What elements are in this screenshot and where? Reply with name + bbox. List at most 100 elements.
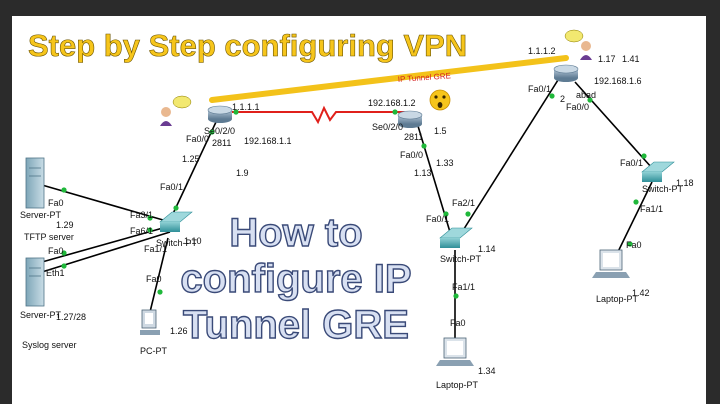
port-dot	[641, 153, 647, 159]
port-dot	[421, 143, 427, 149]
video-title: Step by Step configuring VPN	[28, 28, 467, 63]
ip-label: 1.10	[184, 236, 202, 246]
laptop-1[interactable]	[436, 337, 474, 366]
server-role-label: TFTP server	[24, 232, 74, 242]
port-dot	[392, 109, 398, 115]
server-2[interactable]	[25, 257, 45, 307]
ip-label: 1.27/28	[56, 312, 86, 322]
router-2[interactable]	[397, 110, 423, 128]
tunnel-label: IP Tunnel GRE	[398, 71, 452, 84]
switch-1[interactable]	[159, 211, 193, 232]
port-label: Fa0/1	[160, 182, 183, 192]
switch-top	[159, 211, 193, 223]
pc[interactable]	[140, 309, 160, 335]
ip-label: 1.29	[56, 220, 74, 230]
switch-body	[160, 222, 180, 232]
port-dot	[157, 289, 163, 295]
switch-top	[439, 227, 473, 239]
device-name-label: Switch-PT	[156, 238, 198, 248]
device-name-label: Server-PT	[20, 210, 62, 220]
emoji-mouth	[437, 102, 443, 108]
speech-bubble	[172, 95, 192, 109]
port-label: Fa1/1	[144, 244, 167, 254]
port-dot	[233, 109, 239, 115]
port-dot	[627, 241, 633, 247]
server-body	[25, 157, 45, 209]
ip-label: 1.26	[170, 326, 188, 336]
device-name-label: Switch-PT	[440, 254, 482, 264]
port-label: Fa6/1	[130, 226, 153, 236]
router-1[interactable]	[207, 105, 233, 123]
port-label: Fa1/1	[640, 204, 663, 214]
switch-3[interactable]	[641, 161, 675, 182]
port-label: Fa0/0	[566, 102, 589, 112]
port-dot	[209, 129, 215, 135]
switch-2[interactable]	[439, 227, 473, 248]
ip-label: 1.17	[598, 54, 616, 64]
router-top	[553, 64, 579, 74]
router-body	[398, 115, 422, 124]
device-name-label: abad	[576, 90, 596, 100]
device-name-label: PC-PT	[140, 346, 168, 356]
port-label: Eth1	[46, 268, 65, 278]
server-role-label: Syslog server	[22, 340, 77, 350]
router-3[interactable]	[553, 64, 579, 82]
router-top	[397, 110, 423, 120]
port-label: Fa0	[626, 240, 642, 250]
switch-top	[641, 161, 675, 173]
switch-body	[440, 238, 460, 248]
port-label: Fa0	[48, 246, 64, 256]
emoji-face	[429, 89, 451, 111]
overlay-line-2: configure IP	[180, 257, 411, 301]
device-name-label: Laptop-PT	[436, 380, 479, 390]
model-label: 2811	[212, 138, 231, 148]
laptop-display	[447, 341, 463, 355]
port-label: Fa0	[48, 198, 64, 208]
user-chat-icon	[564, 29, 592, 60]
model-label: 2811	[404, 132, 423, 142]
ip-label: 1.34	[478, 366, 496, 376]
pc-screen	[145, 313, 153, 324]
server-body	[25, 257, 45, 307]
port-dot	[465, 211, 471, 217]
ip-label: 192.168.1.1	[244, 136, 292, 146]
port-dot	[633, 199, 639, 205]
port-label: Fa0/1	[620, 158, 643, 168]
port-dot	[173, 205, 179, 211]
port-label: Fa0	[146, 274, 162, 284]
port-indicators	[61, 93, 647, 299]
surprised-emoji	[429, 89, 451, 111]
port-label: Fa0/0	[400, 150, 423, 160]
ip-label: 1.14	[478, 244, 496, 254]
device-name-label: Switch-PT	[642, 184, 684, 194]
port-label: Fa0/1	[426, 214, 449, 224]
ip-label: 1.1.1.2	[528, 46, 556, 56]
overlay-line-1: How to	[229, 211, 362, 255]
ip-label: 1.5	[434, 126, 447, 136]
router-body	[208, 110, 232, 119]
port-dot	[61, 263, 67, 269]
port-dot	[61, 250, 67, 256]
ip-label: 1.25	[182, 154, 200, 164]
port-label: Fa0/1	[528, 84, 551, 94]
device-name-label: Laptop-PT	[596, 294, 639, 304]
port-dot	[549, 93, 555, 99]
device-name-label: Server-PT	[20, 310, 62, 320]
laptop-display	[603, 253, 619, 267]
cable-r3-sw3	[574, 81, 653, 169]
laptop-keyboard	[592, 272, 630, 278]
ip-label: 1.18	[676, 178, 694, 188]
laptop-2[interactable]	[592, 249, 630, 278]
port-label: Se0/2/0	[204, 126, 235, 136]
server-1[interactable]	[25, 157, 45, 209]
port-dot	[443, 211, 449, 217]
port-label: Fa1/1	[452, 282, 475, 292]
speech-bubble	[564, 29, 584, 43]
port-dot	[61, 187, 67, 193]
switch-body	[642, 172, 662, 182]
router-body	[554, 69, 578, 78]
ip-label: 1.42	[632, 288, 650, 298]
ip-label: 1.9	[236, 168, 249, 178]
port-label: 2	[560, 94, 565, 104]
